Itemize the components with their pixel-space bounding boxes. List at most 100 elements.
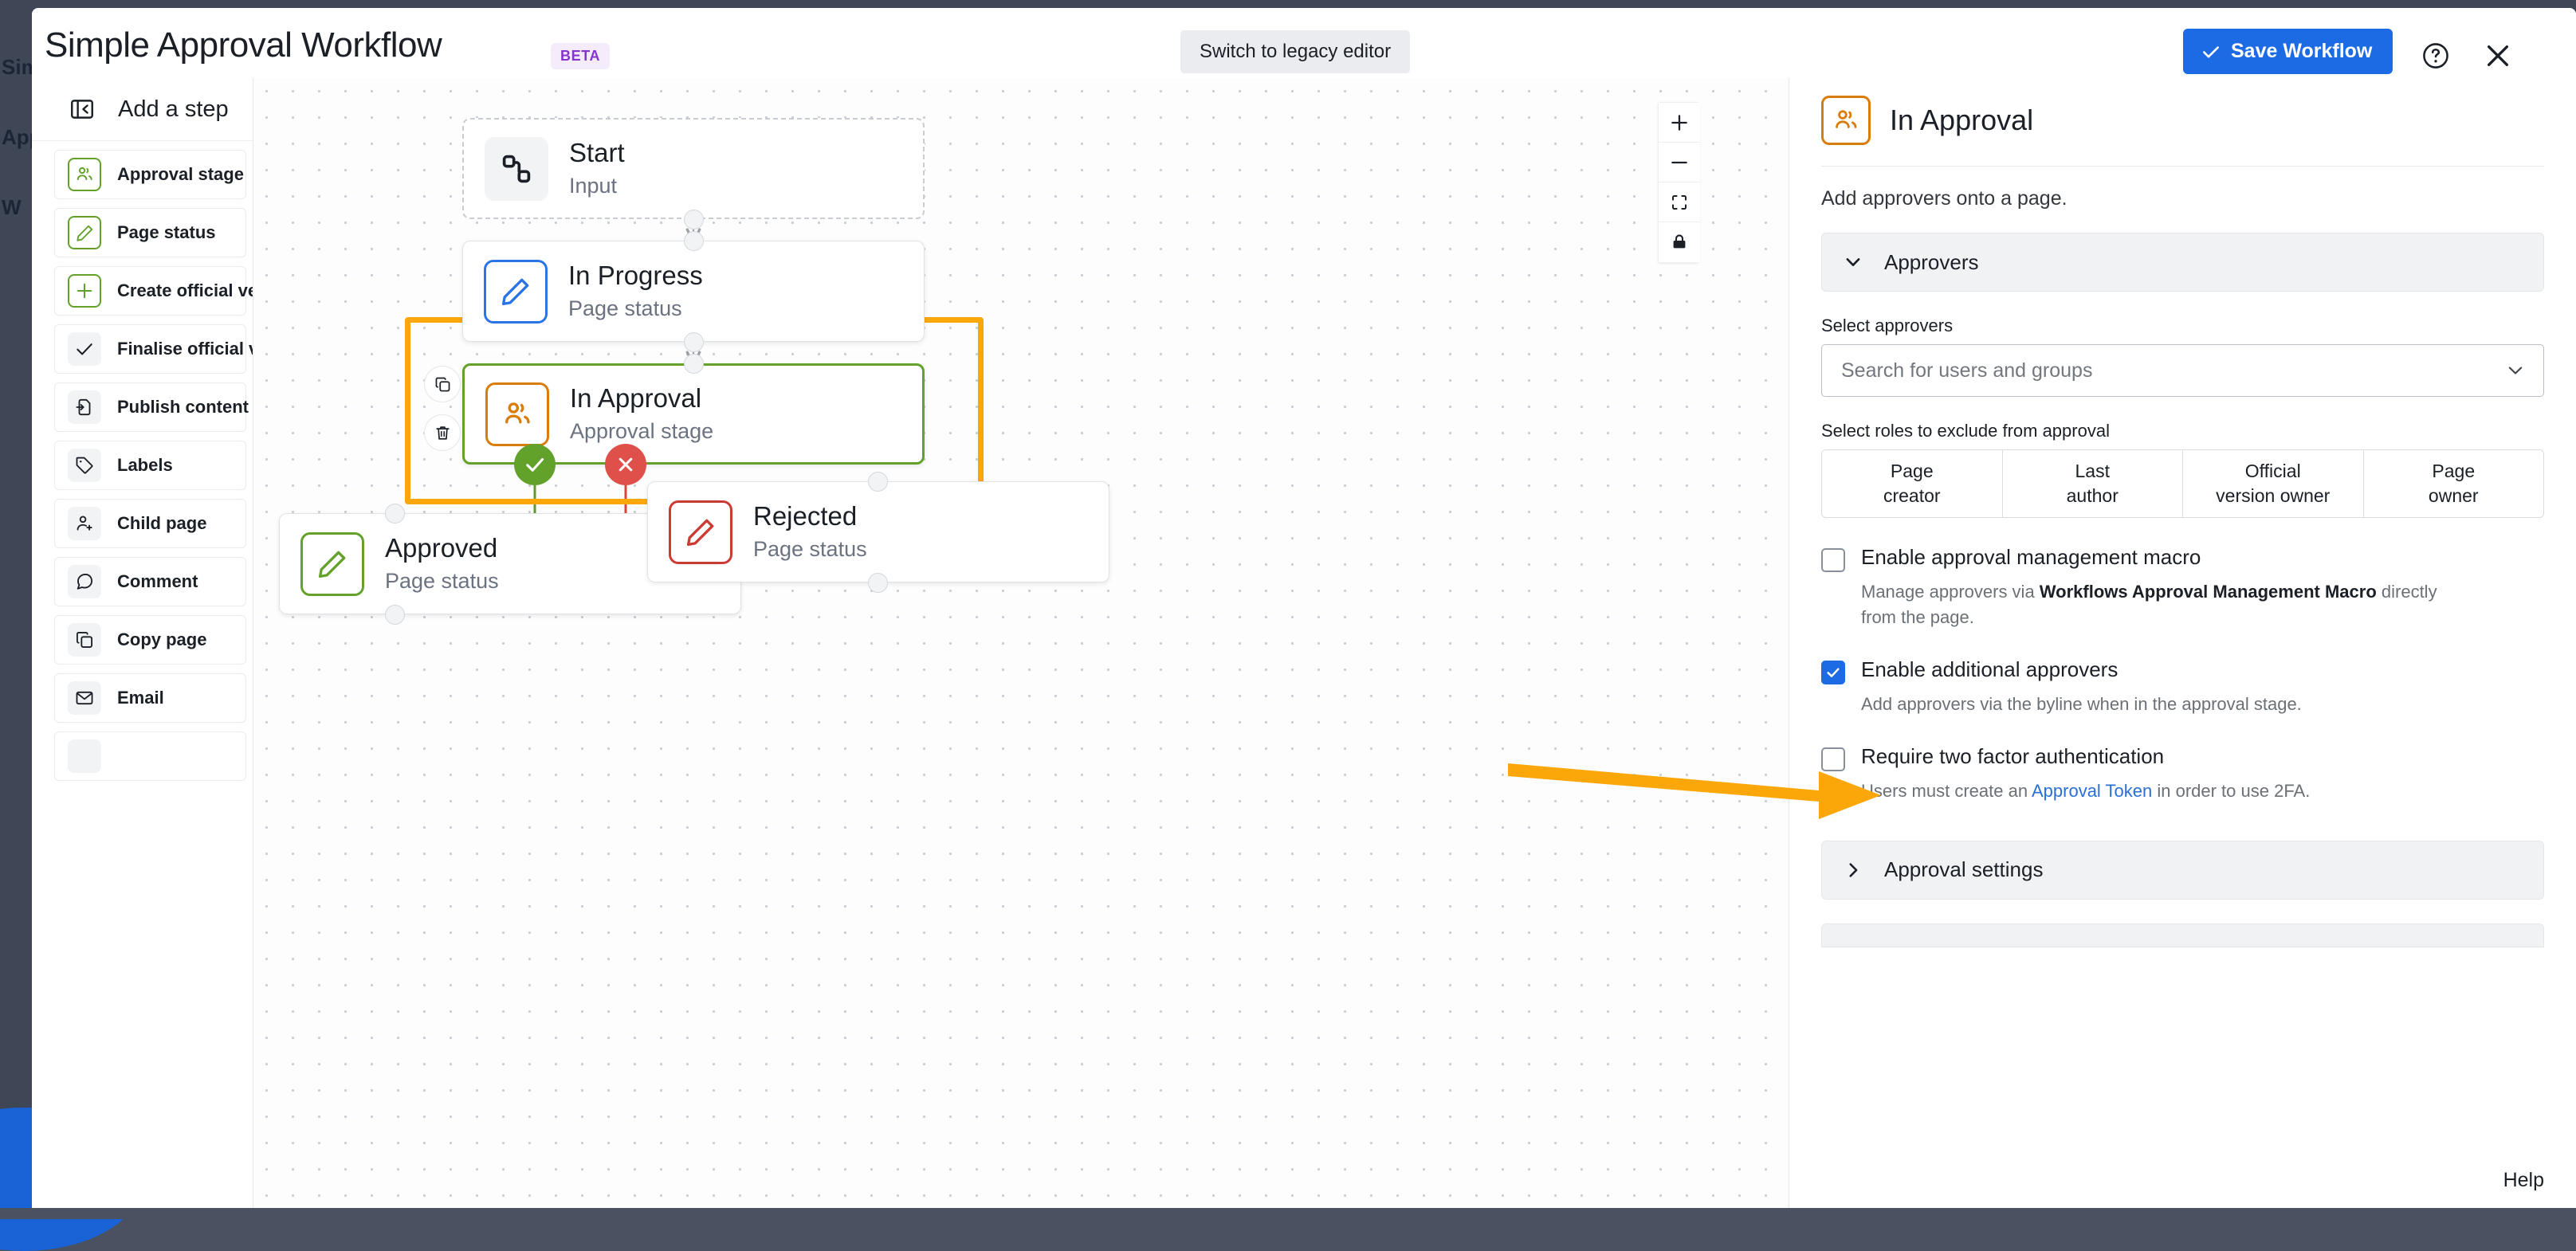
node-subtitle: Approval stage [570, 418, 713, 445]
node-handle-inprogress-top[interactable] [684, 231, 704, 251]
node-text-block: In Progress Page status [568, 260, 703, 323]
approve-branch-badge[interactable] [514, 444, 556, 485]
role-button-page-creator[interactable]: Page creator [1822, 450, 2003, 517]
sidebar-item-label: Publish content [117, 397, 249, 418]
sidebar-item-label: Labels [117, 455, 173, 476]
copy-icon [68, 623, 101, 657]
fit-screen-icon [1670, 193, 1689, 212]
desc-pre: Users must create an [1861, 781, 2032, 801]
lock-icon [1670, 233, 1689, 252]
zoom-in-button[interactable] [1659, 103, 1700, 143]
save-workflow-button[interactable]: Save Workflow [2183, 29, 2393, 74]
pencil-icon [669, 500, 732, 564]
node-subtitle: Page status [753, 535, 867, 563]
reject-branch-badge[interactable] [605, 444, 646, 485]
sidebar-item-child-page[interactable]: Child page [54, 499, 246, 548]
enable-approval-management-macro-checkbox[interactable] [1821, 548, 1845, 572]
sidebar-item-finalise-official-version[interactable]: Finalise official version [54, 324, 246, 374]
duplicate-node-button[interactable] [424, 366, 461, 402]
minus-icon [1669, 152, 1690, 173]
canvas-node-rejected[interactable]: Rejected Page status [647, 481, 1109, 582]
checkbox-description: Add approvers via the byline when in the… [1861, 692, 2302, 717]
checkbox-text-block: Enable additional approvers Add approver… [1861, 657, 2302, 717]
desc-post: in order to use 2FA. [2152, 781, 2310, 801]
node-text-block: Rejected Page status [753, 500, 867, 563]
comment-icon [68, 565, 101, 598]
close-button[interactable] [2479, 37, 2517, 75]
sidebar-item-label: Email [117, 688, 164, 708]
sidebar-item-approval-stage[interactable]: Approval stage [54, 150, 246, 199]
approvers-accordion-header[interactable]: Approvers [1821, 233, 2544, 292]
plus-icon [68, 274, 101, 308]
canvas-node-start[interactable]: Start Input [462, 118, 925, 219]
sidebar-item-publish-content[interactable]: Publish content [54, 382, 246, 432]
panel-title: In Approval [1890, 104, 2033, 137]
next-accordion-partial[interactable] [1821, 924, 2544, 947]
sidebar-item-create-official-version[interactable]: Create official version [54, 266, 246, 316]
close-icon [2482, 40, 2514, 72]
workflow-node-icon [485, 137, 548, 201]
cross-icon [615, 453, 637, 476]
node-handle-rejected-bottom[interactable] [868, 573, 888, 593]
select-approvers-input[interactable]: Search for users and groups [1821, 344, 2544, 397]
sidebar-item-page-status[interactable]: Page status [54, 208, 246, 257]
node-text-block: Approved Page status [385, 532, 499, 595]
panel-collapse-icon[interactable] [69, 96, 96, 123]
sidebar-item-labels[interactable]: Labels [54, 441, 246, 490]
tag-icon [68, 449, 101, 482]
sidebar-item-label: Child page [117, 513, 206, 534]
zoom-out-button[interactable] [1659, 143, 1700, 182]
role-button-last-author[interactable]: Last author [2003, 450, 2184, 517]
delete-node-button[interactable] [424, 414, 461, 451]
panel-header: In Approval [1821, 78, 2544, 166]
pencil-icon [300, 532, 364, 596]
node-handle-rejected-top[interactable] [868, 472, 888, 492]
node-handle-start-bottom[interactable] [684, 210, 704, 229]
role-line-2: creator [1883, 485, 1941, 506]
envelope-icon [68, 681, 101, 715]
role-line-2: owner [2429, 485, 2479, 506]
roles-label: Select roles to exclude from approval [1821, 421, 2544, 441]
check-icon [1825, 665, 1841, 680]
sidebar-item-comment[interactable]: Comment [54, 557, 246, 606]
role-button-page-owner[interactable]: Page owner [2364, 450, 2544, 517]
node-handle-approved-top[interactable] [385, 504, 405, 524]
workflow-canvas[interactable]: Start Input In Progress Page status [253, 78, 1788, 1210]
checkbox-label: Enable approval management macro [1861, 545, 2467, 570]
beta-badge: BETA [551, 43, 610, 69]
user-plus-icon [68, 507, 101, 540]
sidebar-item-email[interactable]: Email [54, 673, 246, 723]
role-line-1: Page [1891, 461, 1934, 481]
role-button-official-version-owner[interactable]: Official version owner [2183, 450, 2364, 517]
chevron-down-icon [2505, 360, 2526, 381]
node-title: Rejected [753, 500, 867, 532]
node-text-block: In Approval Approval stage [570, 382, 713, 445]
sidebar-header[interactable]: Add a step [32, 78, 253, 141]
node-title: In Approval [570, 382, 713, 414]
approval-settings-accordion-header[interactable]: Approval settings [1821, 841, 2544, 900]
sidebar-item-partial[interactable] [54, 731, 246, 781]
pencil-icon [68, 216, 101, 249]
node-handle-inapproval-top[interactable] [684, 354, 704, 374]
switch-to-legacy-editor-button[interactable]: Switch to legacy editor [1180, 30, 1410, 73]
desc-bold: Workflows Approval Management Macro [2040, 582, 2377, 602]
approval-settings-accordion-label: Approval settings [1884, 857, 2043, 882]
node-title: Approved [385, 532, 499, 564]
help-circle-icon-button[interactable] [2417, 37, 2455, 75]
users-icon [68, 158, 101, 191]
approvers-accordion-label: Approvers [1884, 250, 1979, 275]
node-title: In Progress [568, 260, 703, 292]
lock-canvas-button[interactable] [1659, 222, 1700, 262]
question-circle-icon [2421, 41, 2451, 71]
fit-view-button[interactable] [1659, 182, 1700, 222]
canvas-node-in-progress[interactable]: In Progress Page status [462, 241, 925, 342]
role-line-1: Page [2432, 461, 2475, 481]
node-handle-approved-bottom[interactable] [385, 605, 405, 625]
node-handle-inprogress-bottom[interactable] [684, 332, 704, 352]
require-two-factor-authentication-checkbox[interactable] [1821, 747, 1845, 771]
enable-additional-approvers-checkbox[interactable] [1821, 661, 1845, 684]
approval-token-link[interactable]: Approval Token [2032, 781, 2152, 801]
sidebar-item-copy-page[interactable]: Copy page [54, 615, 246, 665]
help-link[interactable]: Help [2503, 1169, 2544, 1192]
node-title: Start [569, 137, 625, 169]
